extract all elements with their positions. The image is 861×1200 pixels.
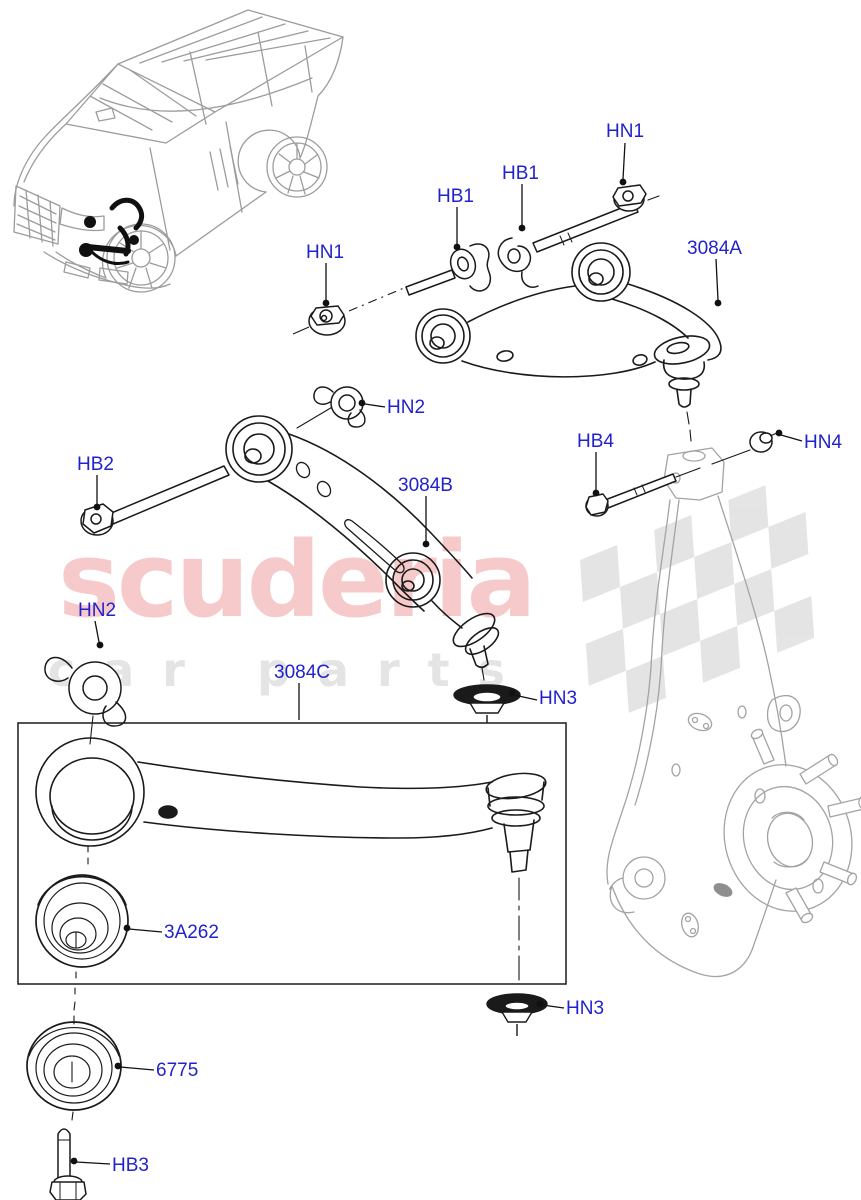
leader-dot-hn1-top: [619, 178, 627, 186]
part-label-hb2[interactable]: HB2: [77, 454, 114, 475]
part-label-3a262[interactable]: 3A262: [164, 922, 219, 943]
front-lower-arm-box-3084c: [17, 722, 567, 985]
checker-cell: [768, 512, 809, 569]
nut-hn3-top: [453, 684, 521, 723]
checker-cell: [734, 568, 775, 626]
part-label-hn2-bottom[interactable]: HN2: [78, 600, 116, 621]
leader-line-3a262: [128, 928, 163, 933]
leader-line-hn4: [780, 434, 803, 442]
nut-hn1-top: [612, 184, 647, 212]
leader-dot-3084b: [422, 540, 430, 548]
leader-dot-hn3-top: [508, 689, 516, 697]
checker-cell: [654, 515, 695, 572]
part-label-hb1-left[interactable]: HB1: [437, 186, 474, 207]
checker-cell: [700, 625, 741, 683]
washer-6775: [26, 1021, 122, 1121]
leader-line-hb3: [75, 1161, 111, 1165]
leader-line-hn3-bottom: [541, 1004, 565, 1009]
rear-lower-arm-3084b: [225, 405, 500, 681]
leader-dot-hb3: [70, 1157, 78, 1165]
bolt-hb1-top: [497, 195, 660, 288]
part-label-3084c[interactable]: 3084C: [274, 662, 330, 683]
steering-knuckle: [606, 447, 861, 978]
bushing-3a262: [35, 874, 129, 1025]
part-label-hn4[interactable]: HN4: [804, 432, 842, 453]
leader-dot-3a262: [123, 924, 131, 932]
checker-cell: [620, 571, 661, 629]
watermark-checkered-flag: [580, 485, 815, 713]
part-label-hn1-top[interactable]: HN1: [606, 121, 644, 142]
nut-hn4: [749, 431, 778, 453]
bolt-hb1-left: [405, 243, 492, 296]
leader-layer: [70, 142, 803, 1165]
vehicle-thumbnail: [13, 9, 344, 293]
bolt-hb3: [49, 1128, 87, 1200]
nut-hn3-bottom: [486, 993, 548, 1036]
part-label-hb4[interactable]: HB4: [577, 431, 614, 452]
leader-dot-hb1-top: [518, 224, 526, 232]
leader-line-hn2-top: [364, 403, 386, 408]
leader-dot-hn3-bottom: [536, 1000, 544, 1008]
checker-cell: [728, 485, 769, 543]
part-label-hn1-left[interactable]: HN1: [306, 242, 344, 263]
part-label-hn2-top[interactable]: HN2: [387, 397, 425, 418]
checker-cell: [694, 542, 735, 599]
checker-cell: [585, 628, 626, 686]
leader-dot-hb4: [592, 489, 600, 497]
leader-dot-hb1-left: [453, 243, 461, 251]
leader-line-hn1-top: [622, 142, 626, 180]
part-label-3084b[interactable]: 3084B: [398, 475, 453, 496]
watermark-scuderia: scuderia: [58, 519, 534, 641]
leader-dot-6775: [114, 1062, 122, 1070]
part-label-hn3-top[interactable]: HN3: [539, 688, 577, 709]
leader-dot-hn2-top: [358, 399, 366, 407]
leader-line-3084a: [715, 258, 719, 301]
checker-cell: [580, 545, 621, 602]
part-label-6775[interactable]: 6775: [156, 1060, 198, 1081]
checker-cell: [660, 598, 701, 656]
part-label-3084a[interactable]: 3084A: [687, 238, 742, 259]
leader-line-hn3-top: [513, 694, 538, 701]
leader-dot-3084a: [714, 299, 722, 307]
leader-dot-hn2-bottom: [96, 641, 104, 649]
part-label-hn3-bottom[interactable]: HN3: [566, 998, 604, 1019]
bolt-hb4: [585, 449, 751, 517]
leader-dot-hn4: [775, 429, 783, 437]
vehicle-highlighted-parts: [79, 197, 145, 266]
leader-line-hn2-bottom: [94, 620, 100, 643]
checker-cell: [625, 655, 666, 713]
bolt-hb2: [80, 465, 230, 536]
nut-hn1-left: [292, 287, 405, 336]
nut-hn2-top: [313, 386, 366, 428]
front-lower-arm-3084c: [35, 737, 547, 981]
leader-line-6775: [119, 1066, 155, 1071]
wheel-hub: [723, 728, 861, 924]
nut-hn2-bottom: [44, 656, 127, 745]
checker-cell: [774, 595, 815, 653]
upper-control-arm-3084a: [415, 242, 722, 442]
leader-dot-hb2: [93, 503, 101, 511]
watermark-car-parts: car parts: [48, 643, 533, 697]
leader-dot-hn1-left: [322, 299, 330, 307]
part-label-hb1-top[interactable]: HB1: [502, 163, 539, 184]
part-label-hb3[interactable]: HB3: [112, 1155, 149, 1176]
